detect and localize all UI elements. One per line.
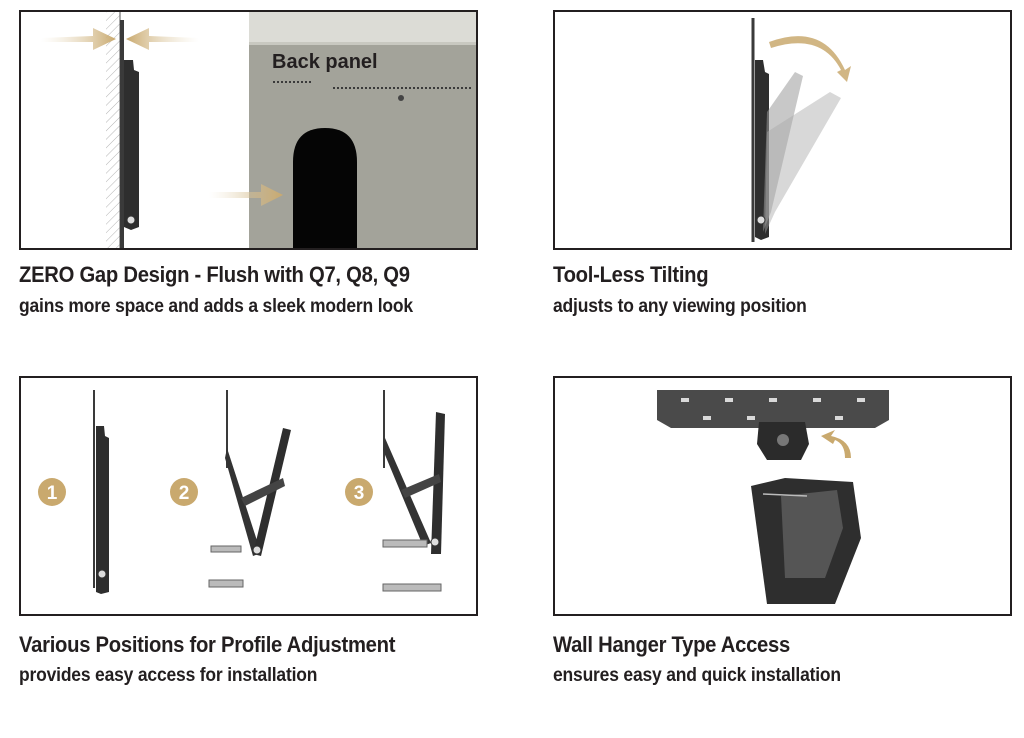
feature-2-title: Tool-Less Tilting bbox=[553, 262, 709, 287]
step-2-number: 2 bbox=[179, 483, 190, 504]
tilt-bracket-ghost-1 bbox=[763, 72, 803, 232]
wall-hanger-illustration bbox=[657, 390, 889, 604]
tv-edge bbox=[120, 20, 124, 248]
tilt-arrow-icon bbox=[769, 36, 851, 82]
feature-4-subtitle: ensures easy and quick installation bbox=[553, 665, 841, 686]
back-panel-label: Back panel bbox=[272, 51, 378, 73]
feature-2-subtitle: adjusts to any viewing position bbox=[553, 296, 807, 317]
gap-arrow-left-icon bbox=[41, 28, 116, 50]
hang-arrow-icon bbox=[821, 430, 851, 458]
zero-gap-panel: Back panel bbox=[19, 10, 478, 250]
step-2-badge bbox=[170, 478, 198, 506]
tilt-bracket-ghost-2 bbox=[765, 92, 841, 234]
mount-bracket bbox=[124, 60, 139, 230]
wall-hatch bbox=[106, 12, 120, 248]
feature-3-subtitle: provides easy access for installation bbox=[19, 665, 318, 686]
gap-arrow-right-icon bbox=[126, 28, 199, 50]
positions-illustration: 1 2 3 bbox=[38, 390, 445, 594]
feature-3-title: Various Positions for Profile Adjustment bbox=[19, 632, 396, 657]
opening-arrow-icon bbox=[209, 184, 283, 206]
feature-4-title: Wall Hanger Type Access bbox=[553, 632, 791, 657]
step-3-number: 3 bbox=[354, 483, 365, 504]
position-2-figure: 2 bbox=[170, 390, 291, 588]
step-1-number: 1 bbox=[47, 483, 58, 504]
position-1-figure: 1 bbox=[38, 390, 109, 594]
tilting-illustration bbox=[751, 18, 851, 242]
position-3-figure: 3 bbox=[345, 390, 445, 592]
feature-1-title: ZERO Gap Design - Flush with Q7, Q8, Q9 bbox=[19, 262, 410, 287]
wall-plate bbox=[657, 390, 889, 428]
step-3-badge bbox=[345, 478, 373, 506]
wall-hanger-panel bbox=[553, 376, 1012, 616]
zero-gap-illustration: Back panel bbox=[41, 12, 476, 248]
tilting-panel bbox=[553, 10, 1012, 250]
back-panel-opening bbox=[293, 128, 357, 248]
back-panel-photo bbox=[249, 12, 476, 248]
positions-panel: 1 2 3 bbox=[19, 376, 478, 616]
step-1-badge bbox=[38, 478, 66, 506]
feature-1-subtitle: gains more space and adds a sleek modern… bbox=[19, 296, 413, 317]
